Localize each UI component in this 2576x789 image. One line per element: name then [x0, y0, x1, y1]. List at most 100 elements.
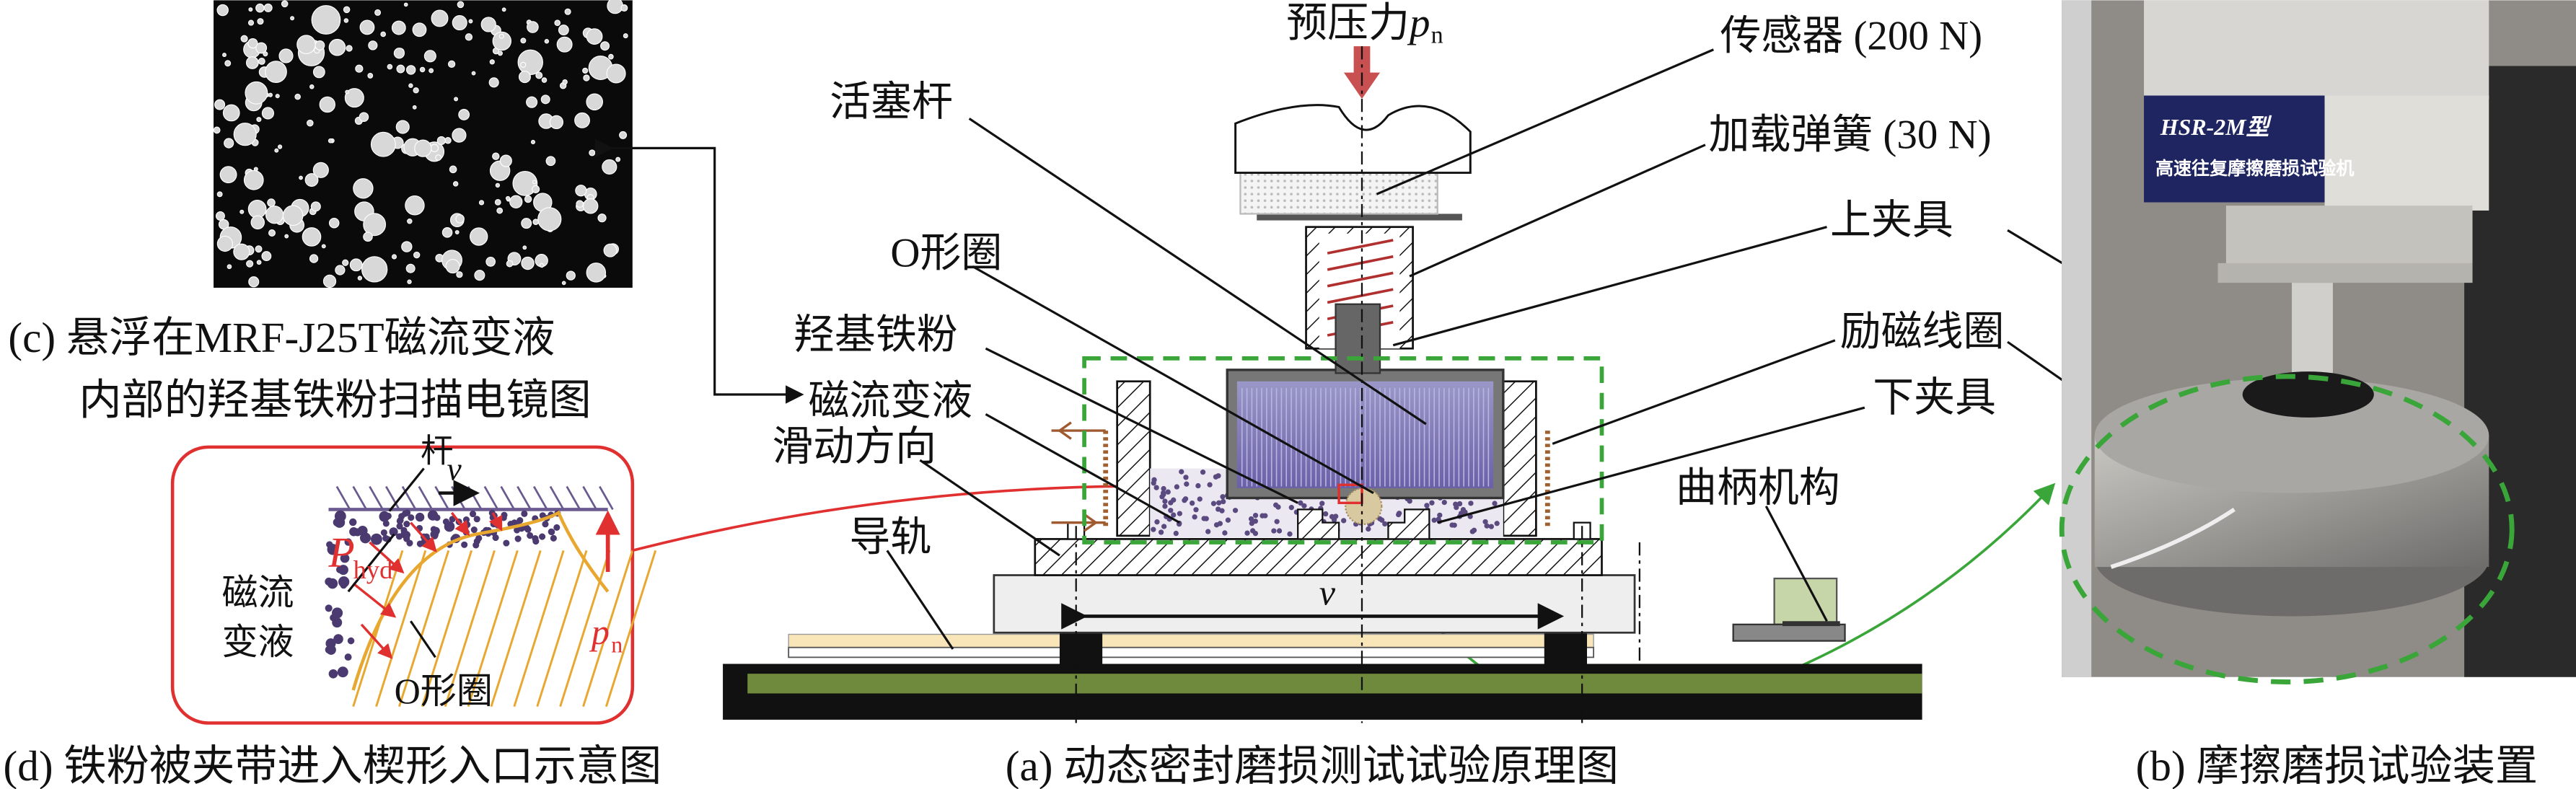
caption-a: (a) 动态密封磨损测试试验原理图	[1006, 742, 1619, 789]
particle	[257, 18, 264, 25]
caption-b: (b) 摩擦磨损试验装置	[2136, 742, 2538, 789]
particle	[603, 243, 617, 257]
particle	[468, 19, 473, 24]
particle	[309, 254, 319, 263]
particle	[512, 170, 538, 196]
particle	[222, 104, 240, 122]
particle	[216, 191, 223, 198]
particle	[345, 89, 350, 94]
particle	[405, 65, 416, 75]
particle	[506, 260, 514, 268]
particle	[414, 139, 432, 157]
particle	[304, 173, 319, 187]
particle	[363, 232, 373, 242]
particle	[344, 88, 364, 108]
particle	[501, 7, 506, 12]
preload-label: 预压力	[1286, 1, 1410, 46]
particle	[452, 14, 467, 31]
particle	[454, 97, 459, 102]
particle	[403, 2, 408, 7]
particle	[321, 244, 326, 249]
particle	[561, 281, 566, 286]
particle	[480, 17, 496, 32]
particle	[607, 0, 623, 14]
particle	[294, 93, 301, 100]
particle	[296, 35, 316, 55]
sliding-direction-label: 滑动方向	[772, 424, 936, 470]
particle	[623, 33, 628, 39]
particle	[346, 45, 353, 52]
test-rig-photo: HSR-2M型 高速往复摩擦磨损试验机	[2059, 0, 2576, 684]
particle	[470, 227, 488, 246]
particle	[299, 175, 303, 180]
particle	[255, 3, 265, 13]
particle	[498, 33, 504, 39]
particle	[509, 195, 523, 208]
spring-label: 加载弹簧 (30 N)	[1709, 112, 1992, 157]
particle	[539, 263, 545, 268]
particle	[457, 1, 465, 9]
particle	[499, 154, 512, 167]
particle	[361, 256, 388, 283]
particle	[355, 64, 364, 73]
particle	[219, 166, 237, 184]
caption-c-line2: 内部的羟基铁粉扫描电镜图	[79, 376, 591, 423]
particle	[423, 50, 436, 63]
particle	[233, 243, 250, 260]
preload-subscript: n	[1431, 22, 1443, 49]
particle	[408, 83, 413, 88]
particle	[263, 3, 273, 12]
particle	[391, 254, 397, 260]
particle	[474, 270, 485, 281]
particle	[489, 59, 495, 65]
particle	[532, 180, 537, 185]
particle	[447, 60, 456, 69]
particle	[255, 42, 268, 54]
particle	[275, 94, 280, 99]
particle	[282, 205, 304, 226]
particle	[583, 74, 590, 81]
particle	[245, 56, 259, 69]
particle	[302, 227, 322, 247]
particle	[458, 109, 470, 120]
particle	[284, 234, 289, 239]
particle	[328, 138, 333, 144]
wedge-inlet-diagram: 杆 v P hyd p n 磁流 变液 O形圈	[170, 432, 657, 725]
guide-rail-label: 导轨	[849, 514, 931, 560]
particle	[586, 28, 603, 45]
particle	[401, 241, 413, 252]
particle	[342, 259, 349, 266]
particle	[328, 38, 346, 56]
particle	[554, 19, 561, 27]
particle	[359, 112, 369, 122]
test-principle-diagram: v	[723, 1, 2309, 723]
particle	[227, 264, 232, 270]
particle	[250, 215, 265, 230]
carriage-velocity-label: v	[1319, 573, 1336, 613]
particle	[522, 245, 527, 250]
particle	[456, 271, 463, 278]
particle	[597, 213, 607, 223]
photo-plate-model: HSR-2M型	[2160, 115, 2272, 140]
particle	[564, 8, 571, 15]
sensor-label: 传感器 (200 N)	[1720, 14, 1982, 59]
sem-image	[213, 0, 633, 288]
particle	[452, 181, 459, 187]
particle	[405, 263, 416, 273]
particle	[586, 263, 607, 283]
particle	[349, 258, 363, 272]
particle	[307, 119, 314, 127]
particle	[521, 256, 535, 270]
mrf-label-line2: 变液	[221, 622, 294, 662]
particle	[268, 229, 276, 237]
particle	[256, 117, 262, 123]
particle	[544, 39, 550, 44]
particle	[492, 31, 512, 51]
particle	[368, 40, 378, 50]
particle	[374, 9, 382, 16]
particle	[240, 35, 248, 43]
p-hyd-label: P	[328, 529, 354, 576]
particle	[620, 4, 628, 12]
particle	[268, 92, 273, 97]
particle	[488, 77, 499, 88]
